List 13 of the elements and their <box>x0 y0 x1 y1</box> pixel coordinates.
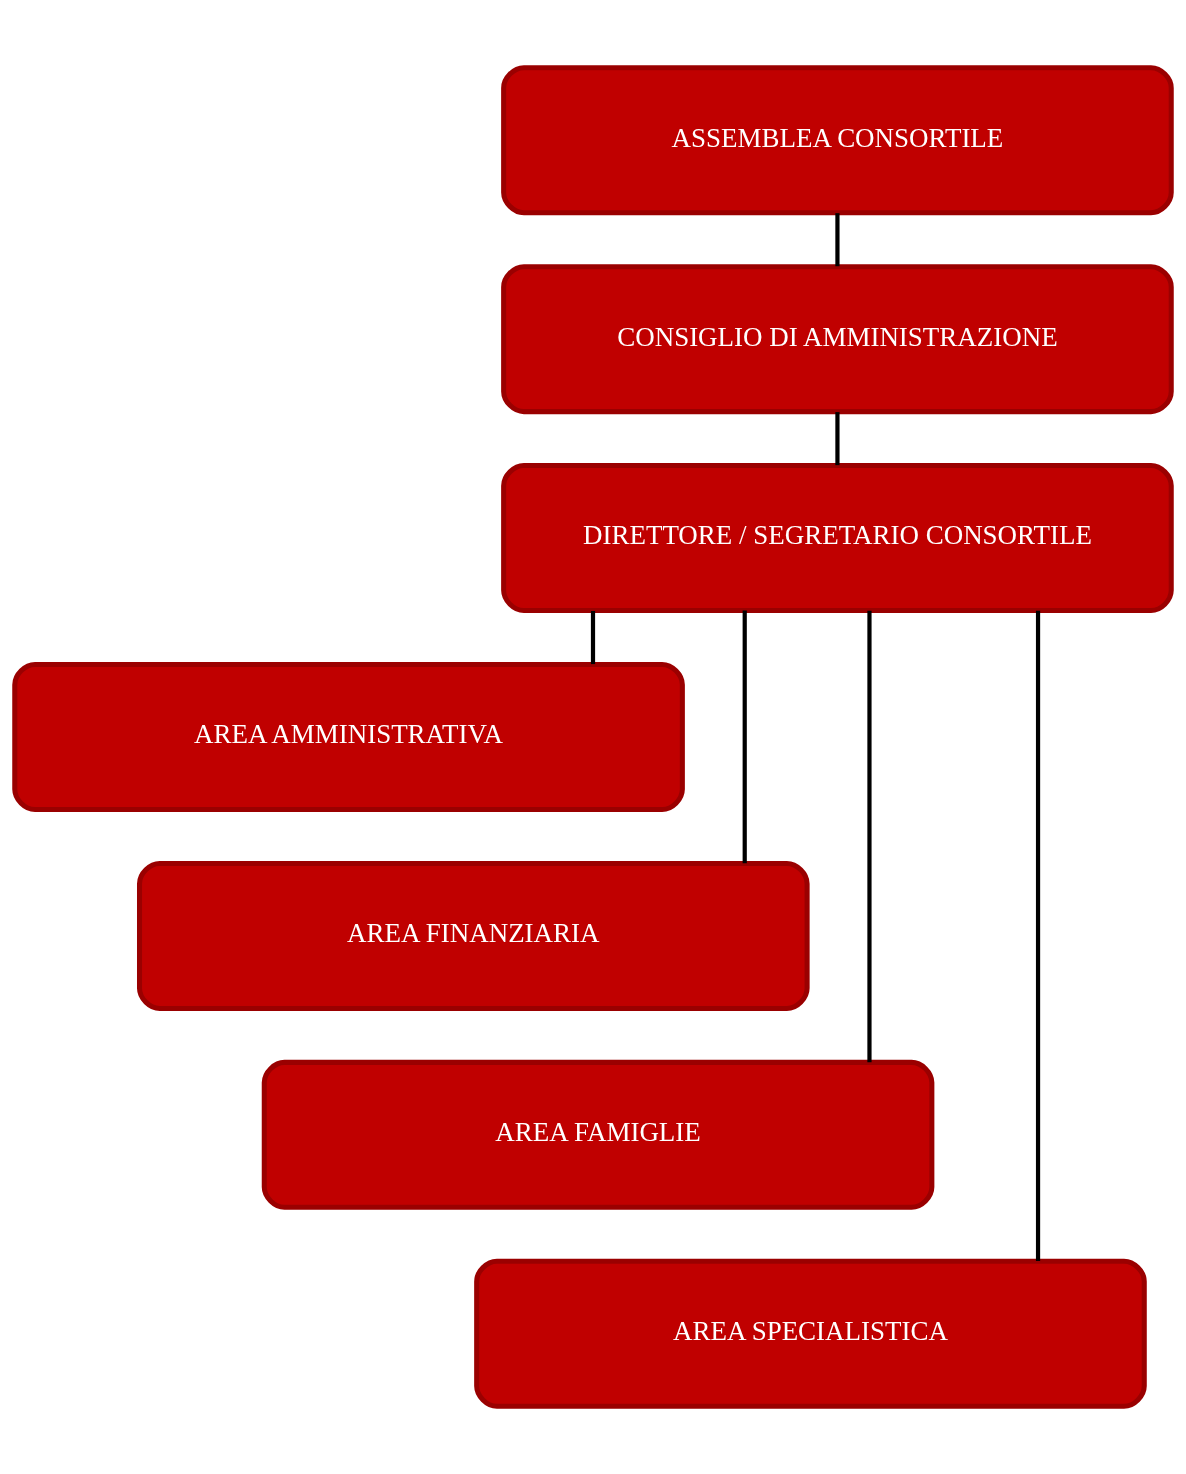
node-box: CONSIGLIO DI AMMINISTRAZIONE <box>501 264 1174 415</box>
node-box: ASSEMBLEA CONSORTILE <box>501 65 1174 216</box>
connector <box>590 611 596 665</box>
connector <box>1035 610 1041 1261</box>
node-box: AREA FAMIGLIE <box>261 1059 935 1210</box>
connector <box>835 213 840 267</box>
node-box: AREA FINANZIARIA <box>137 860 810 1011</box>
connector <box>835 412 840 466</box>
node-box: AREA SPECIALISTICA <box>474 1258 1147 1409</box>
node-box: AREA AMMINISTRATIVA <box>12 662 685 812</box>
connector <box>867 610 872 1063</box>
node-box: DIRETTORE / SEGRETARIO CONSORTILE <box>501 463 1174 614</box>
connector <box>742 610 747 864</box>
